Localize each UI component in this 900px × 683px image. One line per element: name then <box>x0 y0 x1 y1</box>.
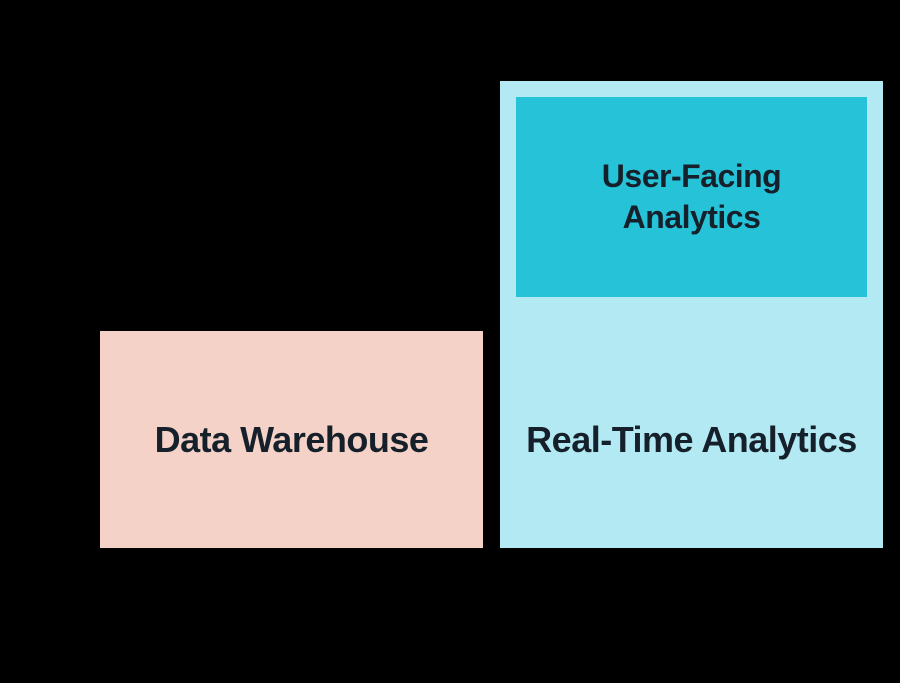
node-data-warehouse-label: Data Warehouse <box>154 418 429 460</box>
node-data-warehouse: Data Warehouse <box>100 331 483 548</box>
node-real-time-analytics-label: Real-Time Analytics <box>526 419 857 460</box>
node-user-facing-analytics: User-Facing Analytics <box>516 97 867 297</box>
node-user-facing-analytics-label-line1: User-Facing <box>601 158 782 194</box>
node-real-time-analytics: User-Facing Analytics Real-Time Analytic… <box>500 81 883 548</box>
node-user-facing-analytics-label-line2: Analytics <box>622 199 761 235</box>
